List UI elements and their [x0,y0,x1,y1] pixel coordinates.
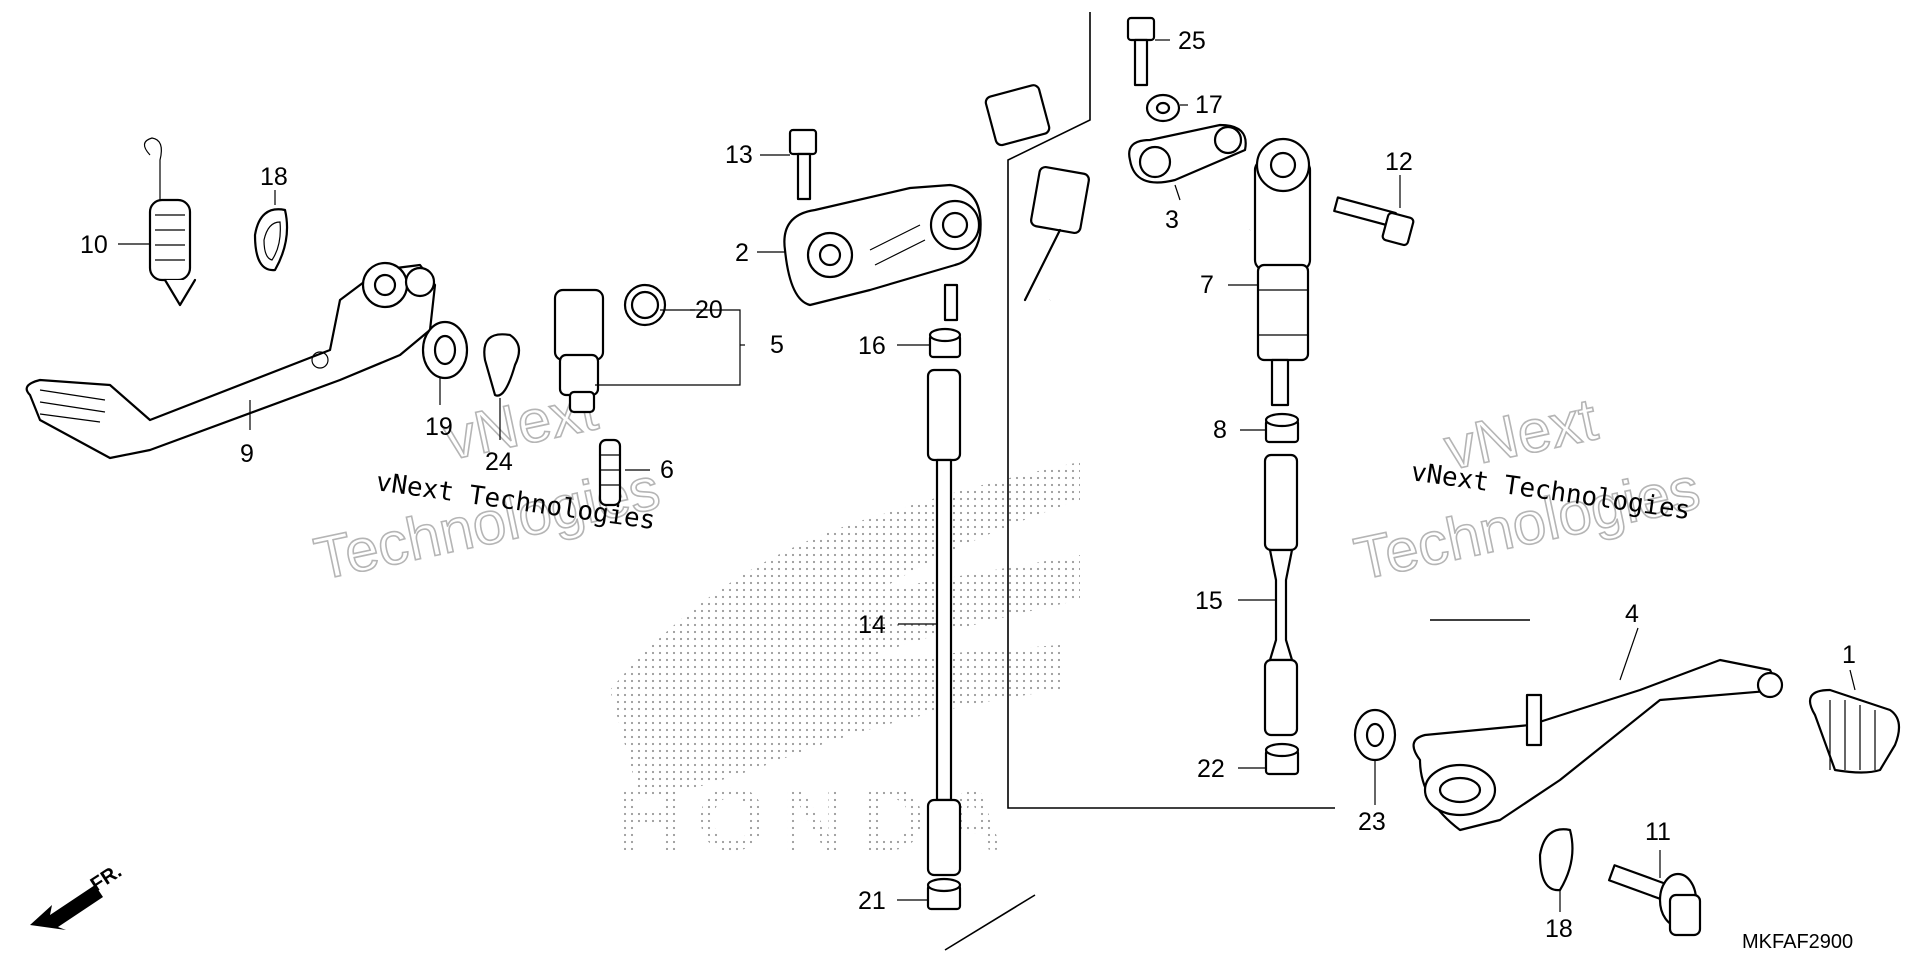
callout-14: 14 [858,611,886,639]
assembly-boundary-line [944,894,1036,951]
part-12-bolt [1333,196,1415,247]
callout-9: 9 [240,440,254,468]
part-20-o-ring [623,283,667,327]
callout-22: 22 [1197,755,1225,783]
part-21-nut [926,877,962,911]
part-19-washer [421,320,469,380]
watermark-right: vNext Technologies vNext Technologies [1348,384,1706,593]
callout-1: 1 [1842,641,1856,669]
front-direction-arrow: FR. [30,860,126,930]
part-24-clip [483,333,521,397]
callout-8: 8 [1213,416,1227,444]
callout-15: 15 [1195,587,1223,615]
part-23-washer [1353,708,1397,762]
callout-5: 5 [770,331,784,359]
callout-6: 6 [660,456,674,484]
part-3-arm [1128,123,1247,184]
part-2-shift-arm [783,183,982,322]
callout-13: 13 [725,141,753,169]
callout-24: 24 [485,448,513,476]
part-22-nut [1264,742,1300,776]
callout-11: 11 [1645,818,1671,846]
part-17-nut [1145,93,1181,123]
callout-16: 16 [858,332,886,360]
callout-17: 17 [1195,91,1223,119]
part-18-washer-lower [1538,828,1574,892]
part-18-washer [253,208,289,272]
callout-23: 23 [1358,808,1386,836]
part-11-pivot-bolt [1607,864,1702,937]
part-6-spring [598,438,622,507]
part-8-nut [1264,412,1300,444]
callout-18-lower: 18 [1545,915,1573,943]
part-10-spring [143,137,197,307]
part-9-pedal-arm [25,261,437,460]
callout-4: 4 [1625,600,1639,628]
callout-3: 3 [1165,206,1179,234]
part-13-bolt [788,128,818,201]
callout-18: 18 [260,163,288,191]
callout-21: 21 [858,887,886,915]
part-15-rod [1263,453,1299,737]
leader-lines [118,39,1856,912]
part-25-bolt [1126,16,1156,87]
callout-10: 10 [80,231,108,259]
callout-20: 20 [695,296,723,324]
part-16-nut [928,327,962,359]
callout-labels: 10 18 9 19 24 20 5 6 13 2 16 14 21 25 17… [80,27,1856,943]
part-14-shift-rod [926,368,962,877]
callout-25: 25 [1178,27,1206,55]
honda-wing-logo [610,462,1080,800]
callout-19: 19 [425,413,453,441]
part-4-shift-pedal [1412,658,1784,832]
part-7-rod-end-sensor [1023,137,1312,407]
callout-12: 12 [1385,148,1413,176]
part-5-sensor-harness [553,26,1051,414]
part-1-pedal-rubber [1808,688,1901,774]
callout-2: 2 [735,239,749,267]
callout-7: 7 [1200,271,1214,299]
assembly-boundary-line [1007,12,1335,809]
diagram-code: MKFAF2900 [1742,931,1853,953]
